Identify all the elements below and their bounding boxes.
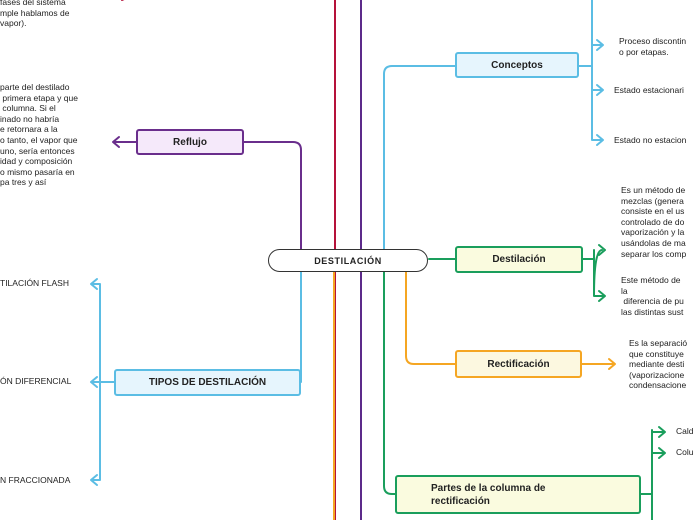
text-destilacion-metodo: Este método de la diferencia de pu las d… [621,275,684,317]
arrow-colu [658,447,666,459]
topic-rectificacion[interactable]: Rectificación [455,350,582,378]
connector-reflujo [242,141,302,251]
topic-tipos-label: TIPOS DE DESTILACIÓN [148,377,267,388]
arrow-rectificacion [608,358,616,370]
topic-partes-label: Partes de la columna de rectificación [431,482,546,507]
topic-rectificacion-label: Rectificación [487,358,550,370]
leaf-destilacion-flash[interactable]: TILACIÓN FLASH [0,278,69,288]
connector-partes-leaves [639,431,665,495]
connector-conceptos-leaves [578,0,603,141]
connector-partes [383,271,396,495]
topic-partes-columna[interactable]: Partes de la columna de rectificación [395,475,641,514]
arrow-estado-no [596,134,604,146]
text-estado-no-estacionario: Estado no estacion [614,135,687,145]
arrow-destilacion-1 [598,244,606,256]
text-destilacion-definicion: Es un método de mezclas (genera consiste… [621,185,687,259]
topic-reflujo-label: Reflujo [173,136,207,148]
text-estado-estacionario: Estado estacionari [614,85,684,95]
topic-tipos-de-destilacion[interactable]: TIPOS DE DESTILACIÓN [114,369,301,396]
arrow-cald [658,426,666,438]
arrow-destilacion-2 [598,290,606,302]
topic-destilacion-label: Destilación [492,254,546,265]
central-topic[interactable]: DESTILACIÓN [268,249,428,272]
connector-destilacion-leaves [582,249,605,297]
text-proceso-discontinuo: Proceso discontin o por etapas. [619,36,687,57]
arrow-reflujo [112,136,120,148]
topic-conceptos[interactable]: Conceptos [455,52,579,78]
arrow-estado [596,84,604,96]
arrow-flash [90,278,98,290]
text-reflujo-description: parte del destilado primera etapa y que … [0,82,78,188]
connector-rectificacion [405,271,456,365]
topic-destilacion[interactable]: Destilación [455,246,583,273]
topic-reflujo[interactable]: Reflujo [136,129,244,155]
leaf-columna[interactable]: Colu [676,447,694,457]
leaf-destilacion-fraccionada[interactable]: N FRACCIONADA [0,475,71,485]
leaf-destilacion-diferencial[interactable]: ÓN DIFERENCIAL [0,376,72,386]
text-top-left: fases del sistema mple hablamos de vapor… [0,0,70,29]
connector-conceptos [383,65,456,251]
topic-conceptos-label: Conceptos [491,59,543,71]
leaf-caldera[interactable]: Cald [676,426,694,436]
arrow-diferencial [90,376,98,388]
connector-tipos-leaves [91,283,115,481]
central-topic-label: DESTILACIÓN [314,255,382,266]
text-rectificacion-definicion: Es la separació que constituye mediante … [629,338,688,391]
arrow-proceso [596,39,604,51]
arrow-fraccionada [90,474,98,486]
